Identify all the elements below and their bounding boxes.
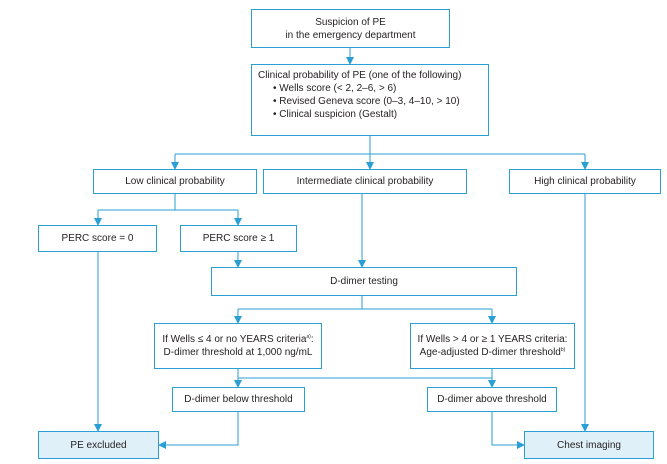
gestalt-item: • Clinical suspicion (Gestalt) <box>273 109 398 120</box>
perc0-box: PERC score = 0 <box>38 225 157 252</box>
clinical-title: Clinical probability of PE (one of the f… <box>258 70 462 81</box>
wells-le4-box: If Wells ≤ 4 or no YEARS criteriaa): D-d… <box>154 323 322 369</box>
perc1-label: PERC score ≥ 1 <box>202 233 275 244</box>
high-probability-box: High clinical probability <box>509 169 661 194</box>
clinical-probability-box: Clinical probability of PE (one of the f… <box>251 64 489 136</box>
ddimer-testing-box: D-dimer testing <box>211 267 517 296</box>
chest-imaging-box: Chest imaging <box>524 431 654 459</box>
perc0-label: PERC score = 0 <box>61 233 134 244</box>
wells-gt4-line2: Age-adjusted D-dimer thresholdb) <box>419 347 566 358</box>
wells-le4-line1: If Wells ≤ 4 or no YEARS criteriaa): <box>162 334 314 345</box>
arrow-below-to-excluded <box>158 412 239 449</box>
arrow-above-to-imaging <box>491 412 525 449</box>
pe-excluded-label: PE excluded <box>70 439 127 451</box>
intermediate-probability-box: Intermediate clinical probability <box>263 169 467 194</box>
wells-gt4-box: If Wells > 4 or ≥ 1 YEARS criteria: Age-… <box>410 323 575 369</box>
intermediate-label: Intermediate clinical probability <box>296 176 434 187</box>
chest-imaging-label: Chest imaging <box>557 439 621 451</box>
above-label: D-dimer above threshold <box>437 394 547 405</box>
suspicion-box: Suspicion of PE in the emergency departm… <box>251 9 450 48</box>
high-label: High clinical probability <box>534 176 636 187</box>
wells-score-item: • Wells score (< 2, 2–6, > 6) <box>273 83 397 94</box>
below-threshold-box: D-dimer below threshold <box>172 387 305 412</box>
above-threshold-box: D-dimer above threshold <box>427 387 557 412</box>
wells-le4-line2: D-dimer threshold at 1,000 ng/mL <box>163 347 313 358</box>
footnote-a: a) <box>306 334 311 340</box>
perc1-box: PERC score ≥ 1 <box>180 225 297 252</box>
geneva-score-item: • Revised Geneva score (0–3, 4–10, > 10) <box>273 96 460 107</box>
below-label: D-dimer below threshold <box>184 394 293 405</box>
wells-gt4-line1: If Wells > 4 or ≥ 1 YEARS criteria: <box>417 334 568 345</box>
footnote-b: b) <box>560 347 566 353</box>
pe-excluded-box: PE excluded <box>38 431 159 459</box>
low-probability-box: Low clinical probability <box>93 169 257 194</box>
low-label: Low clinical probability <box>125 176 225 187</box>
line-result-split <box>237 369 493 379</box>
ddimer-label: D-dimer testing <box>330 276 398 287</box>
suspicion-line2: in the emergency department <box>285 29 416 41</box>
suspicion-line1: Suspicion of PE <box>315 16 386 28</box>
